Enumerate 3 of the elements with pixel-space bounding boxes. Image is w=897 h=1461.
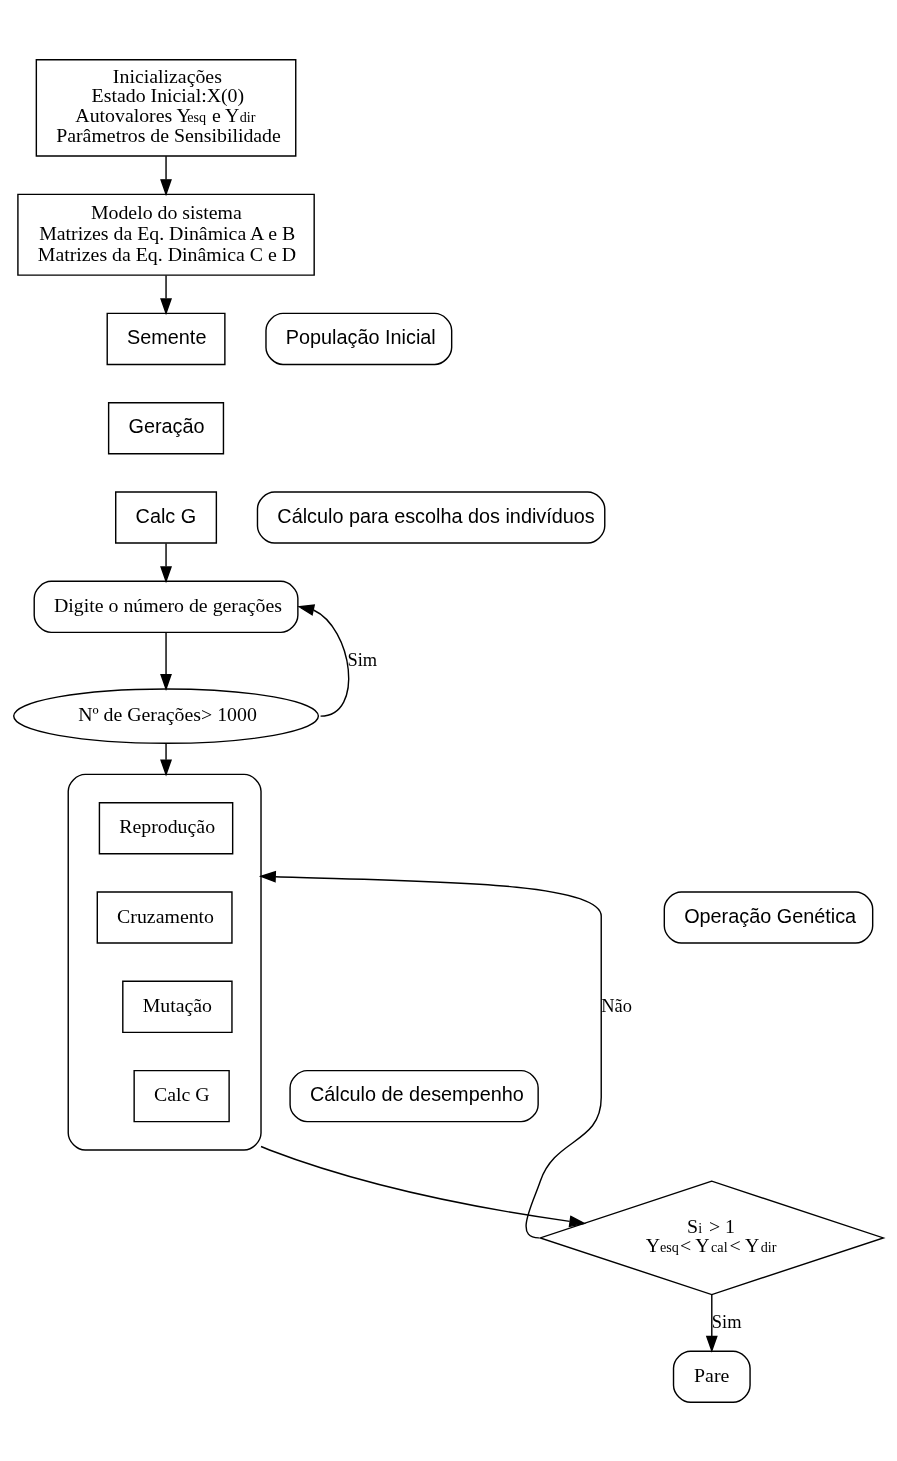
edge-label: Sim	[347, 649, 378, 670]
edge-label: Não	[601, 995, 632, 1016]
edge-label: Sim	[711, 1311, 742, 1332]
